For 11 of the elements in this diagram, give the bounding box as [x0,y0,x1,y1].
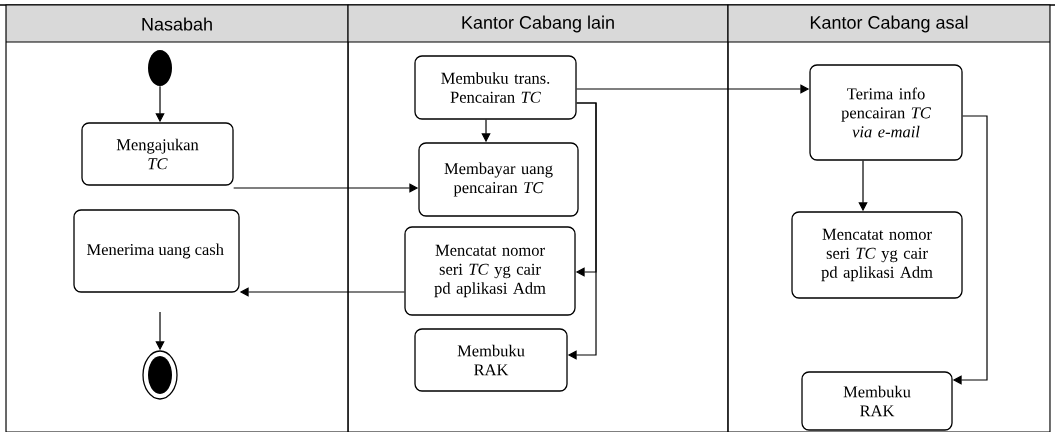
initial-node [148,50,172,86]
action-box: Mencatat nomor seri TC yg cair pd aplikasi Adm [791,211,963,299]
action-box: Membayar uang pencairan TC [418,142,579,217]
action-box: Mengajukan TC [81,122,234,186]
action-box: Terima info pencairan TC via e-mail [809,64,963,161]
action-box: Membuku RAK [414,328,568,392]
action-box: Membuku RAK [801,371,953,431]
action-box: Membuku trans. Pencairan TC [414,55,577,120]
action-box: Menerima uang cash [73,209,240,293]
action-box: Mencatat nomor seri TC yg cair pd aplikasi Adm [404,226,576,316]
final-node [142,350,178,400]
